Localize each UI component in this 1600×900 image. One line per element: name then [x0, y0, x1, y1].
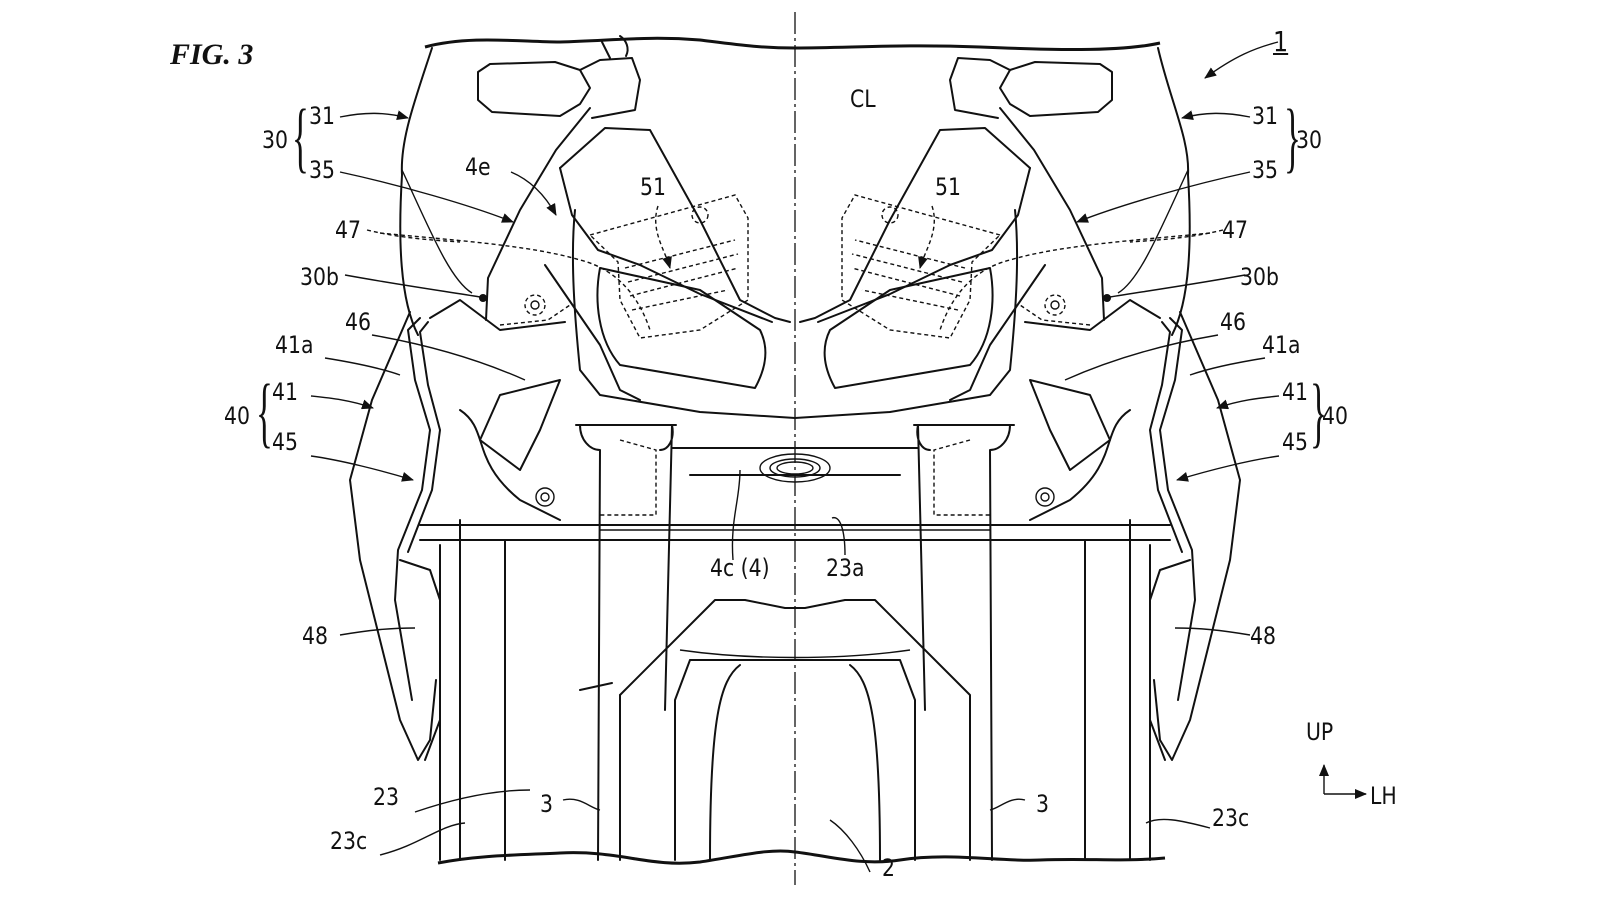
- fairing-48-right: [1149, 559, 1191, 761]
- label-35-right: 35: [1252, 156, 1278, 184]
- label-3-left: 3: [540, 790, 553, 818]
- label-31-left: 31: [309, 102, 335, 130]
- label-51-left: 51: [640, 173, 666, 201]
- label-4c: 4c (4): [710, 554, 770, 582]
- label-48-left: 48: [302, 622, 328, 650]
- brace-30-left: {: [292, 93, 309, 180]
- label-51-right: 51: [935, 173, 961, 201]
- headlight-right: [823, 267, 994, 389]
- top-break-line: [424, 36, 1161, 52]
- inner-panel-45-right: [1159, 317, 1196, 701]
- reference-numeral-1: 1: [1273, 25, 1289, 58]
- label-41a-left: 41a: [275, 331, 314, 359]
- headlight-cover-right: [799, 127, 1031, 323]
- label-40-left: 40: [224, 402, 250, 430]
- top-bridge-4c: [671, 447, 919, 476]
- label-48-right: 48: [1250, 622, 1276, 650]
- label-46-right: 46: [1220, 308, 1246, 336]
- figure-title: FIG. 3: [170, 38, 254, 71]
- headlight-left: [596, 267, 767, 389]
- inner-panel-45-left: [394, 317, 431, 701]
- label-40-right: 40: [1322, 402, 1348, 430]
- side-cowl-41-right: [1153, 311, 1241, 761]
- label-30b-left: 30b: [300, 263, 339, 291]
- fork-tube-left: [579, 424, 674, 861]
- bottom-break-line: [437, 849, 1166, 865]
- label-35-left: 35: [309, 156, 335, 184]
- stem-nut: [759, 453, 831, 483]
- label-30b-right: 30b: [1240, 263, 1279, 291]
- vent-left: [479, 379, 561, 471]
- front-fender: [579, 599, 971, 861]
- duct-51-right: [841, 194, 1002, 339]
- brace-30-right: }: [1284, 93, 1301, 180]
- label-23c-left: 23c: [330, 827, 368, 855]
- bolt-left: [535, 487, 555, 507]
- label-47-right: 47: [1222, 216, 1248, 244]
- label-46-left: 46: [345, 308, 371, 336]
- direction-indicator: [1319, 764, 1367, 799]
- mirror-right: [999, 61, 1113, 117]
- direction-lh-label: LH: [1370, 782, 1397, 810]
- fork-tube-right: [916, 424, 1011, 861]
- label-3-right: 3: [1036, 790, 1049, 818]
- joint-30b-right: [1103, 294, 1111, 302]
- label-30-right: 30: [1296, 126, 1322, 154]
- direction-up-label: UP: [1306, 718, 1334, 746]
- label-23a: 23a: [826, 554, 865, 582]
- label-23c-right: 23c: [1212, 804, 1250, 832]
- mirror-left: [477, 61, 591, 117]
- upper-cowl-left: [399, 47, 433, 336]
- label-41-left: 41: [272, 378, 298, 406]
- fairing-48-left: [399, 559, 441, 761]
- bolt-right: [1035, 487, 1055, 507]
- label-23: 23: [373, 783, 399, 811]
- label-41-right: 41: [1282, 378, 1308, 406]
- brace-40-right: }: [1310, 368, 1327, 455]
- vent-right: [1029, 379, 1111, 471]
- upper-cowl-right: [1157, 47, 1191, 336]
- label-45-right: 45: [1282, 428, 1308, 456]
- brace-40-left: {: [256, 368, 273, 455]
- headlight-cover-left: [559, 127, 791, 323]
- label-45-left: 45: [272, 428, 298, 456]
- duct-51-left: [588, 194, 749, 339]
- joint-30b-left: [479, 294, 487, 302]
- label-31-right: 31: [1252, 102, 1278, 130]
- label-41a-right: 41a: [1262, 331, 1301, 359]
- label-cl: CL: [850, 85, 876, 113]
- label-4e: 4e: [465, 153, 491, 181]
- label-2: 2: [882, 854, 895, 882]
- label-47-left: 47: [335, 216, 361, 244]
- side-cowl-41-left: [349, 311, 437, 761]
- label-30-left: 30: [262, 126, 288, 154]
